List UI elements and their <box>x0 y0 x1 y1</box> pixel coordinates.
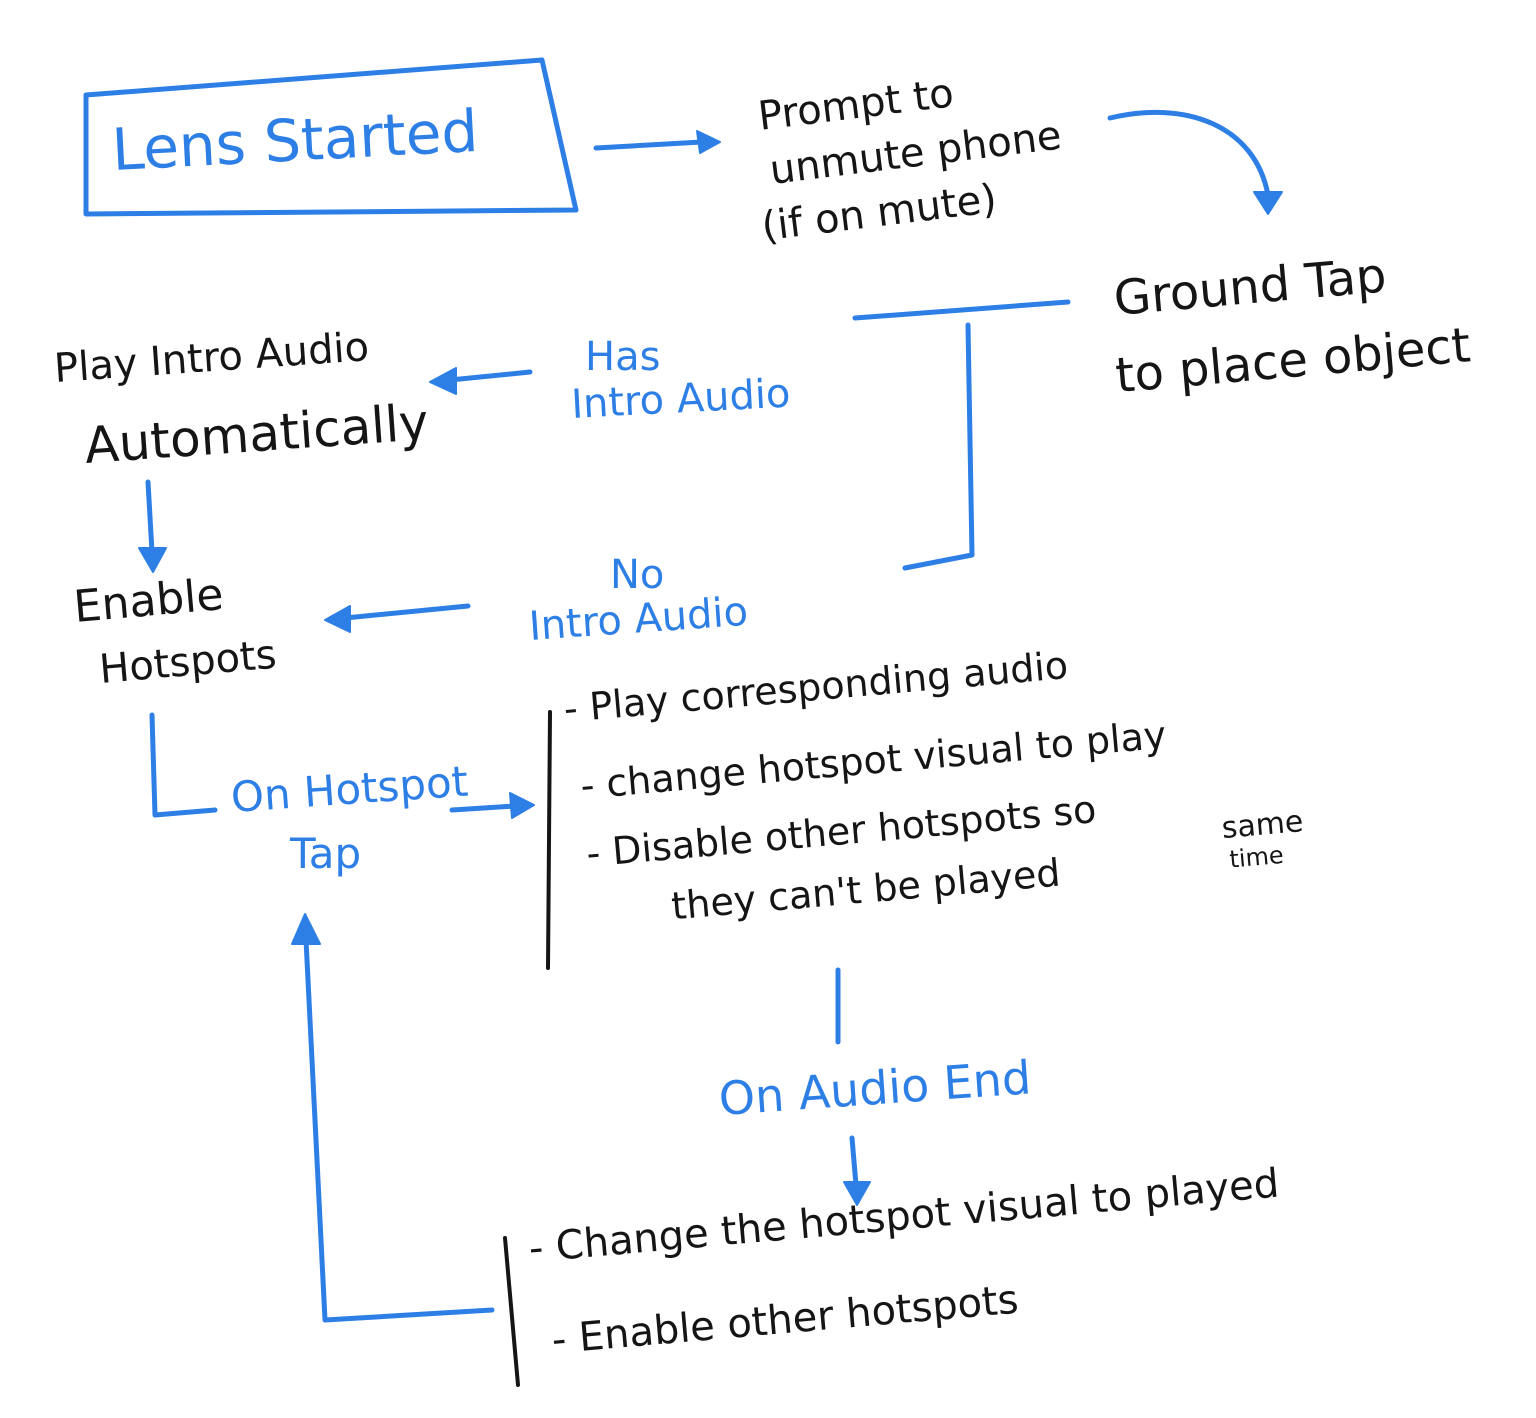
arrow-play-to-enable <box>145 479 155 555</box>
tap-action-3-time: time <box>1228 841 1284 874</box>
arrow-audio-end-to-actions-head <box>843 1181 871 1206</box>
ground-tap-branch-bracket <box>852 299 1071 321</box>
enable-line-2: Hotspots <box>97 632 278 693</box>
has-intro-line-1: Has <box>585 334 660 380</box>
loop-back-connector <box>303 937 495 1323</box>
arrow-has-intro-to-play-head <box>429 367 457 395</box>
arrow-tap-to-actions <box>449 803 518 813</box>
arrow-tap-to-actions-head <box>509 792 535 819</box>
enable-to-tap-connector <box>149 712 218 818</box>
ground-tap-branch-vertical <box>902 322 975 571</box>
end-action-1: - Change the hotspot visual to played <box>527 1161 1281 1272</box>
play-intro-line-1: Play Intro Audio <box>53 324 371 392</box>
prompt-unmute-text: Prompt to unmute phone (if on mute) <box>756 70 1064 250</box>
arrow-no-intro-to-enable-head <box>324 605 351 633</box>
arrow-prompt-to-ground-head <box>1253 191 1283 215</box>
arrow-lens-to-prompt <box>593 139 705 151</box>
on-hotspot-tap-label: On Hotspot Tap <box>229 757 469 878</box>
play-intro-line-2: Automatically <box>83 393 431 475</box>
arrow-lens-to-prompt-head <box>696 130 721 154</box>
ground-tap-line-2: to place object <box>1113 317 1472 404</box>
end-actions-text: - Change the hotspot visual to played - … <box>527 1161 1281 1364</box>
tap-action-3-same: same <box>1220 804 1304 846</box>
tap-actions-text: - Play corresponding audio - change hots… <box>562 643 1305 928</box>
enable-hotspots-text: Enable Hotspots <box>72 569 279 693</box>
ground-tap-line-1: Ground Tap <box>1112 247 1389 327</box>
no-intro-audio-label: No Intro Audio <box>527 552 749 650</box>
arrow-play-to-enable-head <box>138 547 167 573</box>
has-intro-line-2: Intro Audio <box>570 371 791 428</box>
on-audio-end-label: On Audio End <box>717 1050 1033 1126</box>
lens-started-label: Lens Started <box>110 97 480 184</box>
no-intro-line-2: Intro Audio <box>527 589 749 650</box>
ground-tap-text: Ground Tap to place object <box>1112 247 1473 404</box>
has-intro-audio-label: Has Intro Audio <box>570 334 791 428</box>
arrow-prompt-to-ground <box>1107 109 1271 198</box>
end-action-2: - Enable other hotspots <box>550 1277 1020 1364</box>
on-hotspot-tap-line-2: Tap <box>289 829 361 878</box>
loop-back-head <box>291 913 321 945</box>
enable-line-1: Enable <box>72 569 226 633</box>
lens-started-box <box>83 57 579 217</box>
tap-actions-bar <box>546 710 552 970</box>
arrow-no-intro-to-enable <box>342 603 471 621</box>
arrow-audio-end-to-actions <box>849 1135 859 1188</box>
no-intro-line-1: No <box>610 552 664 598</box>
arrow-has-intro-to-play <box>447 369 533 383</box>
tap-action-1: - Play corresponding audio <box>562 643 1070 731</box>
play-intro-text: Play Intro Audio Automatically <box>53 324 431 475</box>
end-actions-bar <box>503 1236 520 1387</box>
on-hotspot-tap-line-1: On Hotspot <box>229 757 469 822</box>
